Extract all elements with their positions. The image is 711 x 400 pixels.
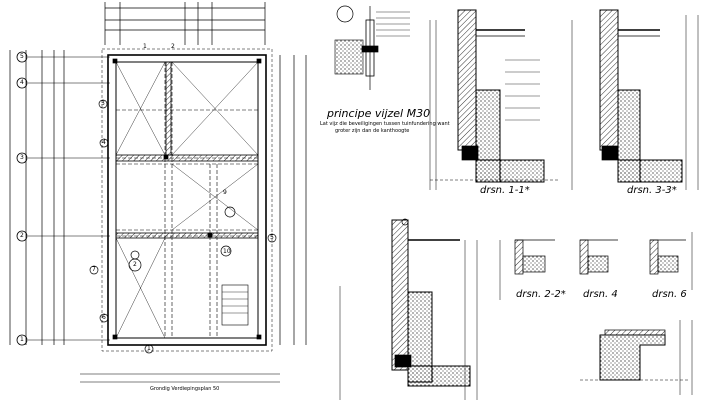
principle-note-1: Lat vijz die beveiligingen tussen tuinfu… bbox=[320, 121, 450, 127]
section-ref: 4 bbox=[102, 139, 106, 146]
section-ref: 6 bbox=[102, 314, 106, 321]
section-markers bbox=[89, 99, 277, 354]
inner-wall-face bbox=[115, 61, 259, 339]
dimension-chain-top bbox=[104, 2, 266, 45]
section-title-3-3: drsn. 3-3* bbox=[627, 185, 677, 196]
section-ref: 10 bbox=[223, 248, 231, 255]
room-diagonals bbox=[115, 61, 259, 339]
stair-block bbox=[221, 284, 249, 326]
dimension-chain-right bbox=[279, 55, 307, 345]
grid-label-2: 2 bbox=[20, 232, 24, 239]
section-ref: 2 bbox=[133, 261, 137, 268]
section-title-2-2: drsn. 2-2* bbox=[516, 289, 566, 300]
section-ref: 5 bbox=[270, 234, 274, 241]
section-title-1-1: drsn. 1-1* bbox=[480, 185, 530, 196]
principle-note-2: groter zijn dan de kanthoogte bbox=[335, 128, 410, 134]
grid-bubbles bbox=[16, 51, 28, 346]
section-ref: 7 bbox=[92, 266, 96, 273]
floor-plan bbox=[9, 2, 307, 383]
section-1-1 bbox=[429, 9, 560, 190]
hatched-wall bbox=[115, 154, 259, 162]
grid-label-1: 1 bbox=[20, 336, 24, 343]
outer-wall bbox=[107, 54, 267, 346]
section-ref: 9 bbox=[223, 189, 227, 196]
hatched-wall bbox=[165, 61, 172, 156]
dimension-chain-left bbox=[9, 50, 65, 345]
principle-title: principe vijzel M30 bbox=[327, 107, 431, 120]
section-3-3 bbox=[571, 9, 699, 190]
section-ref: 2 bbox=[171, 43, 175, 50]
grid-label-4: 4 bbox=[20, 79, 24, 86]
section-ref: 1 bbox=[147, 345, 151, 352]
grid-lines bbox=[28, 56, 110, 341]
section-ref: 1 bbox=[143, 43, 147, 50]
grid-label-5: 5 bbox=[20, 53, 24, 60]
hatched-wall bbox=[115, 232, 259, 239]
principle-detail bbox=[334, 5, 410, 90]
grid-label-3: 3 bbox=[20, 154, 24, 161]
columns bbox=[112, 58, 262, 340]
strip-foundations bbox=[116, 62, 258, 338]
foundation-outline bbox=[101, 48, 273, 352]
step-detail bbox=[580, 320, 693, 395]
section-title-4: drsn. 4 bbox=[583, 289, 618, 300]
section-title-6: drsn. 6 bbox=[652, 289, 687, 300]
section-2-2-large bbox=[339, 218, 478, 400]
section-ref: 3 bbox=[101, 100, 105, 107]
small-details bbox=[499, 232, 693, 300]
plan-footer-label: Grondig Verdiepingsplan 50 bbox=[150, 386, 220, 392]
